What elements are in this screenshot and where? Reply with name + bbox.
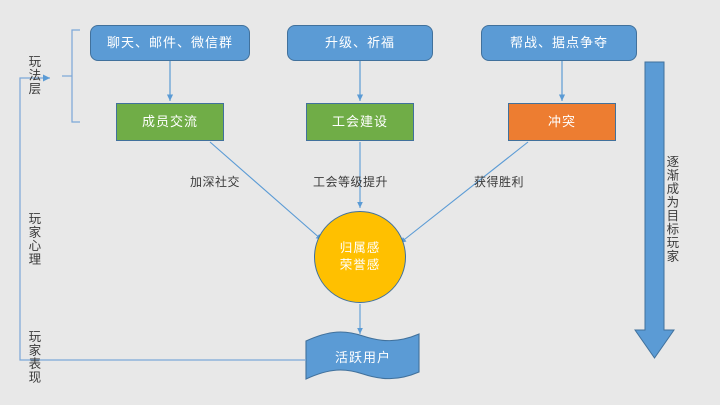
source-node-conflict[interactable]: 帮战、据点争夺 [481,25,637,61]
source-node-social[interactable]: 聊天、邮件、微信群 [90,25,250,61]
center-node-line1: 归属感 [339,241,381,256]
gameplay-layer-bracket [71,29,80,123]
system-node-member-exchange[interactable]: 成员交流 [116,103,224,141]
system-node-conflict[interactable]: 冲突 [508,103,616,141]
connector-social-to-center [209,141,323,241]
connector-conflict-to-center [399,141,529,244]
layer-label-behavior: 玩家表现 [26,330,41,384]
progress-arrow-label: 逐渐成为目标玩家 [664,155,679,263]
outcome-node-active-users[interactable]: 活跃用户 [334,349,391,365]
edge-label-conflict: 获得胜利 [474,175,525,189]
center-node-belonging[interactable]: 归属感 荣誉感 [314,211,406,303]
layer-label-psychology: 玩家心理 [26,212,41,266]
layer-label-gameplay: 玩法层 [26,55,41,96]
system-node-guild-building[interactable]: 工会建设 [306,103,414,141]
center-node-line2: 荣誉感 [339,258,381,272]
edge-label-social: 加深社交 [190,175,241,189]
edge-label-guild: 工会等级提升 [313,175,389,189]
source-node-guild[interactable]: 升级、祈福 [287,25,433,61]
